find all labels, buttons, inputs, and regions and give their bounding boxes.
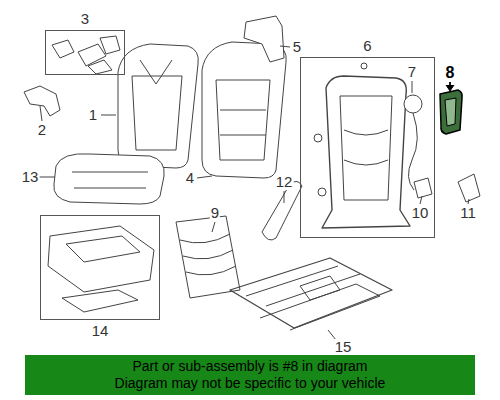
- leader-line: [412, 81, 413, 93]
- pad-sheet: [62, 290, 138, 312]
- seat-frame: [322, 76, 410, 228]
- notice-text: Diagram may not be specific to your vehi…: [115, 375, 386, 392]
- frame-strap: [344, 130, 388, 165]
- leader-line: [212, 222, 215, 232]
- leader-line: [284, 191, 285, 203]
- callout-number: 9: [210, 205, 220, 221]
- track-rail: [246, 266, 380, 330]
- callout-number: 12: [275, 174, 294, 190]
- bolt: [314, 134, 322, 142]
- callout-number: 6: [301, 38, 434, 54]
- pad-groove: [220, 110, 266, 135]
- seat-panel: [132, 76, 182, 150]
- wire-spring: [180, 234, 236, 275]
- recliner-knob: [404, 95, 422, 113]
- leader-line: [280, 46, 290, 47]
- callout-number: 3: [46, 11, 124, 27]
- wire-suspension: [176, 216, 240, 298]
- notice-band: Part or sub-assembly is #8 in diagramDia…: [25, 355, 475, 395]
- cushion-cover: [54, 154, 164, 204]
- seat-back-pad: [202, 42, 286, 178]
- pad-panel: [216, 80, 270, 160]
- callout-number: 2: [37, 122, 47, 138]
- bracket: [88, 60, 112, 74]
- callout-number: 10: [411, 205, 430, 221]
- leader-line: [101, 115, 116, 116]
- seam: [140, 60, 172, 84]
- cushion-seam: [72, 172, 148, 188]
- callout-number: 1: [88, 107, 98, 123]
- pad-recess: [66, 236, 140, 262]
- leader-line: [468, 199, 469, 204]
- cover-piece: [458, 174, 480, 202]
- callout-number: 14: [41, 323, 159, 339]
- callout-number: 13: [21, 169, 40, 185]
- arrowhead: [446, 85, 454, 91]
- highlighted-part-inner: [445, 98, 456, 126]
- callout-number: 7: [407, 64, 417, 80]
- bolt: [361, 63, 367, 69]
- callout-number: 11: [459, 205, 477, 221]
- group-box: 14: [40, 215, 160, 320]
- bolt: [318, 188, 326, 196]
- bracket: [52, 40, 74, 58]
- callout-number: 5: [292, 39, 302, 55]
- track-motor: [300, 276, 340, 300]
- highlighted-part: [440, 90, 462, 134]
- notice-text: Part or sub-assembly is #8 in diagram: [133, 358, 368, 375]
- group-box: 3: [45, 30, 125, 75]
- leader-line: [40, 106, 42, 121]
- side-pad: [262, 181, 302, 240]
- shell-piece: [244, 16, 284, 62]
- frame-inner: [340, 96, 392, 200]
- leader-line: [39, 177, 55, 178]
- trim-piece: [24, 86, 60, 116]
- seat-back-cover: [118, 44, 198, 168]
- cushion-pad: [48, 226, 154, 292]
- cable: [408, 113, 417, 190]
- bracket: [100, 36, 120, 54]
- clip: [414, 178, 432, 198]
- leader-line: [197, 176, 212, 178]
- callout-number: 15: [334, 339, 353, 355]
- callout-number: 4: [185, 170, 195, 186]
- callout-number: 8: [445, 65, 456, 81]
- leader-line: [420, 196, 422, 204]
